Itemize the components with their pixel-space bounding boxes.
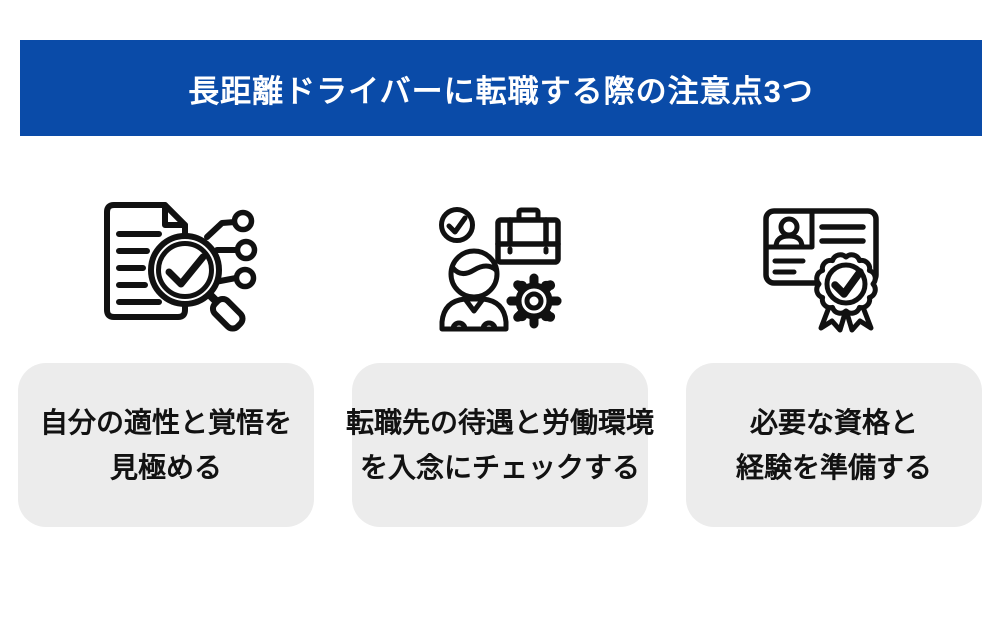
cards-row: 自分の適性と覚悟を 見極める 転職先の待遇と労働環境 を入念にチェックする 必要… [18, 363, 982, 527]
certificate-badge-check-icon [763, 208, 880, 333]
point-card-1: 自分の適性と覚悟を 見極める [18, 363, 314, 527]
point-card-1-line-2: 見極める [109, 452, 222, 483]
icon-cell-1 [18, 199, 339, 337]
point-card-2-line-2: を入念にチェックする [359, 452, 640, 483]
point-card-2: 転職先の待遇と労働環境 を入念にチェックする [346, 363, 654, 527]
document-check-search-icon [103, 202, 257, 332]
point-card-3-line-1: 必要な資格と [749, 407, 918, 438]
point-card-3: 必要な資格と 経験を準備する [686, 363, 982, 527]
page-title: 長距離ドライバーに転職する際の注意点3つ [188, 73, 814, 109]
icon-cell-3 [661, 199, 982, 337]
icons-row [18, 199, 982, 337]
title-banner: 長距離ドライバーに転職する際の注意点3つ [20, 40, 982, 136]
candidate-check-briefcase-gear-icon [438, 206, 562, 331]
point-card-3-line-2: 経験を準備する [735, 452, 932, 483]
point-card-2-line-1: 転職先の待遇と労働環境 [346, 407, 655, 438]
point-card-1-line-1: 自分の適性と覚悟を [39, 407, 292, 438]
icon-cell-2 [339, 199, 660, 337]
